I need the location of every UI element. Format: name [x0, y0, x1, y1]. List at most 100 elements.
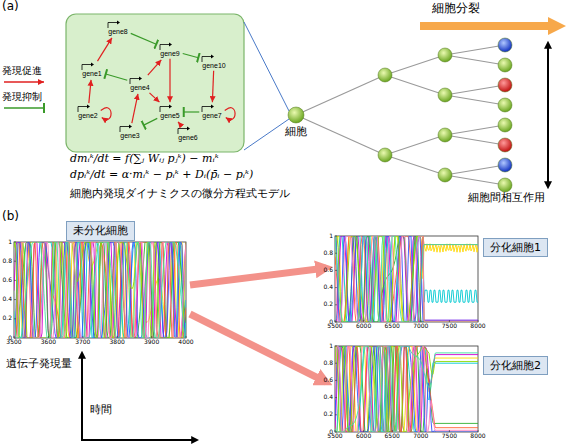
node-text: gene1 [82, 70, 101, 78]
activation-edge [101, 108, 111, 120]
cell [498, 118, 512, 132]
legend-text: 発現抑制 [2, 90, 42, 104]
cell [498, 138, 512, 152]
tick-label: 7500 [442, 433, 457, 440]
promoter-symbol [81, 62, 95, 70]
lineage-line [445, 165, 505, 175]
annotation: 遺伝子発現量 [6, 358, 72, 371]
node-text: gene2 [78, 112, 97, 120]
lineage-line [445, 135, 505, 145]
tick-label: 0.2 [323, 301, 333, 308]
zoom-line [244, 22, 289, 111]
activation-edge [169, 59, 170, 102]
state-label: 未分化細胞 [66, 221, 135, 240]
tick-label: 7000 [413, 323, 428, 330]
zoom-line [244, 119, 289, 150]
tick-label: 0.8 [323, 360, 333, 367]
differentiation-arrow [190, 314, 326, 382]
cell [498, 158, 512, 172]
network-panel [66, 14, 244, 152]
lineage-line [296, 115, 385, 155]
gene-node: gene9 [158, 42, 181, 58]
tick-label: 8000 [470, 323, 485, 330]
repression-edge [144, 118, 158, 125]
tick-label: 0 [329, 319, 333, 326]
tick-label: 0.2 [2, 315, 12, 322]
activation-edge [212, 71, 213, 102]
lineage-line [445, 85, 505, 95]
repression-edge [184, 111, 200, 112]
promoter-symbol [201, 104, 215, 112]
tick-label: 7000 [413, 433, 428, 440]
division-arrow [420, 17, 566, 35]
legend-text: 発現促進 [2, 64, 42, 78]
cell [498, 178, 512, 192]
gene-node: gene8 [106, 20, 129, 36]
lineage-line [445, 175, 505, 185]
lineage-line [296, 75, 385, 115]
annotation: 細胞間相互作用 [468, 192, 545, 205]
time-series-plot [335, 346, 478, 432]
tick-label: 7500 [442, 323, 457, 330]
state-label: 分化細胞2 [483, 356, 548, 375]
cell [498, 58, 512, 72]
cell [288, 107, 304, 123]
tick-label: 4000 [178, 339, 193, 346]
node-text: gene10 [202, 62, 225, 70]
lineage-line [385, 55, 445, 75]
tick-label: 6500 [385, 433, 400, 440]
legend-sample [4, 107, 44, 109]
equation: dpᵢᵏ/dt = α·mᵢᵏ − pᵢᵏ + Dᵢ(p̄ᵢ − pᵢᵏ) [70, 169, 253, 182]
tick-label: 1 [329, 233, 333, 240]
tick-label: 1 [329, 343, 333, 350]
time-series-plot [335, 236, 478, 322]
cell [438, 88, 452, 102]
differentiation-arrow [190, 268, 326, 285]
lineage-line [385, 155, 445, 175]
node-text: gene7 [202, 112, 221, 120]
gene-node: gene4 [128, 76, 151, 92]
node-text: gene3 [120, 132, 139, 140]
node-text: gene8 [108, 28, 127, 36]
promoter-symbol [201, 54, 215, 62]
annotation: (b) [2, 210, 19, 224]
annotation: 細胞 [285, 126, 307, 139]
annotation: (a) [2, 0, 19, 14]
gene-node: gene3 [118, 124, 141, 140]
repression-edge [106, 74, 128, 80]
lineage-line [385, 75, 445, 95]
tick-label: 0.4 [323, 284, 333, 291]
promoter-symbol [177, 126, 191, 134]
lineage-line [445, 45, 505, 55]
promoter-symbol [77, 104, 91, 112]
interaction-arrow [547, 44, 549, 186]
activation-edge [89, 80, 91, 103]
gene-node: gene10 [200, 54, 227, 70]
cell [438, 168, 452, 182]
annotation: 時間 [90, 404, 112, 417]
tick-label: 6500 [385, 323, 400, 330]
tick-label: 0.4 [323, 394, 333, 401]
tick-label: 0.6 [323, 377, 333, 384]
repression-edge [183, 53, 199, 57]
gene-node: gene2 [76, 104, 99, 120]
tick-label: 0 [8, 335, 12, 342]
promoter-symbol [119, 124, 133, 132]
cell [498, 78, 512, 92]
gene-node: gene1 [80, 62, 103, 78]
tick-label: 1 [8, 239, 12, 246]
annotation: 細胞分裂 [432, 2, 480, 16]
gene-node: gene7 [200, 104, 223, 120]
activation-edge [148, 60, 162, 75]
cell [378, 148, 392, 162]
promoter-symbol [159, 42, 173, 50]
tick-label: 6000 [356, 323, 371, 330]
cell [498, 38, 512, 52]
legend-sample [4, 81, 44, 83]
tick-label: 0.8 [2, 258, 12, 265]
activation-edge [178, 122, 181, 125]
activation-edge [225, 108, 235, 120]
tick-label: 0.2 [323, 411, 333, 418]
tick-label: 0.6 [323, 267, 333, 274]
tick-label: 3800 [110, 339, 125, 346]
